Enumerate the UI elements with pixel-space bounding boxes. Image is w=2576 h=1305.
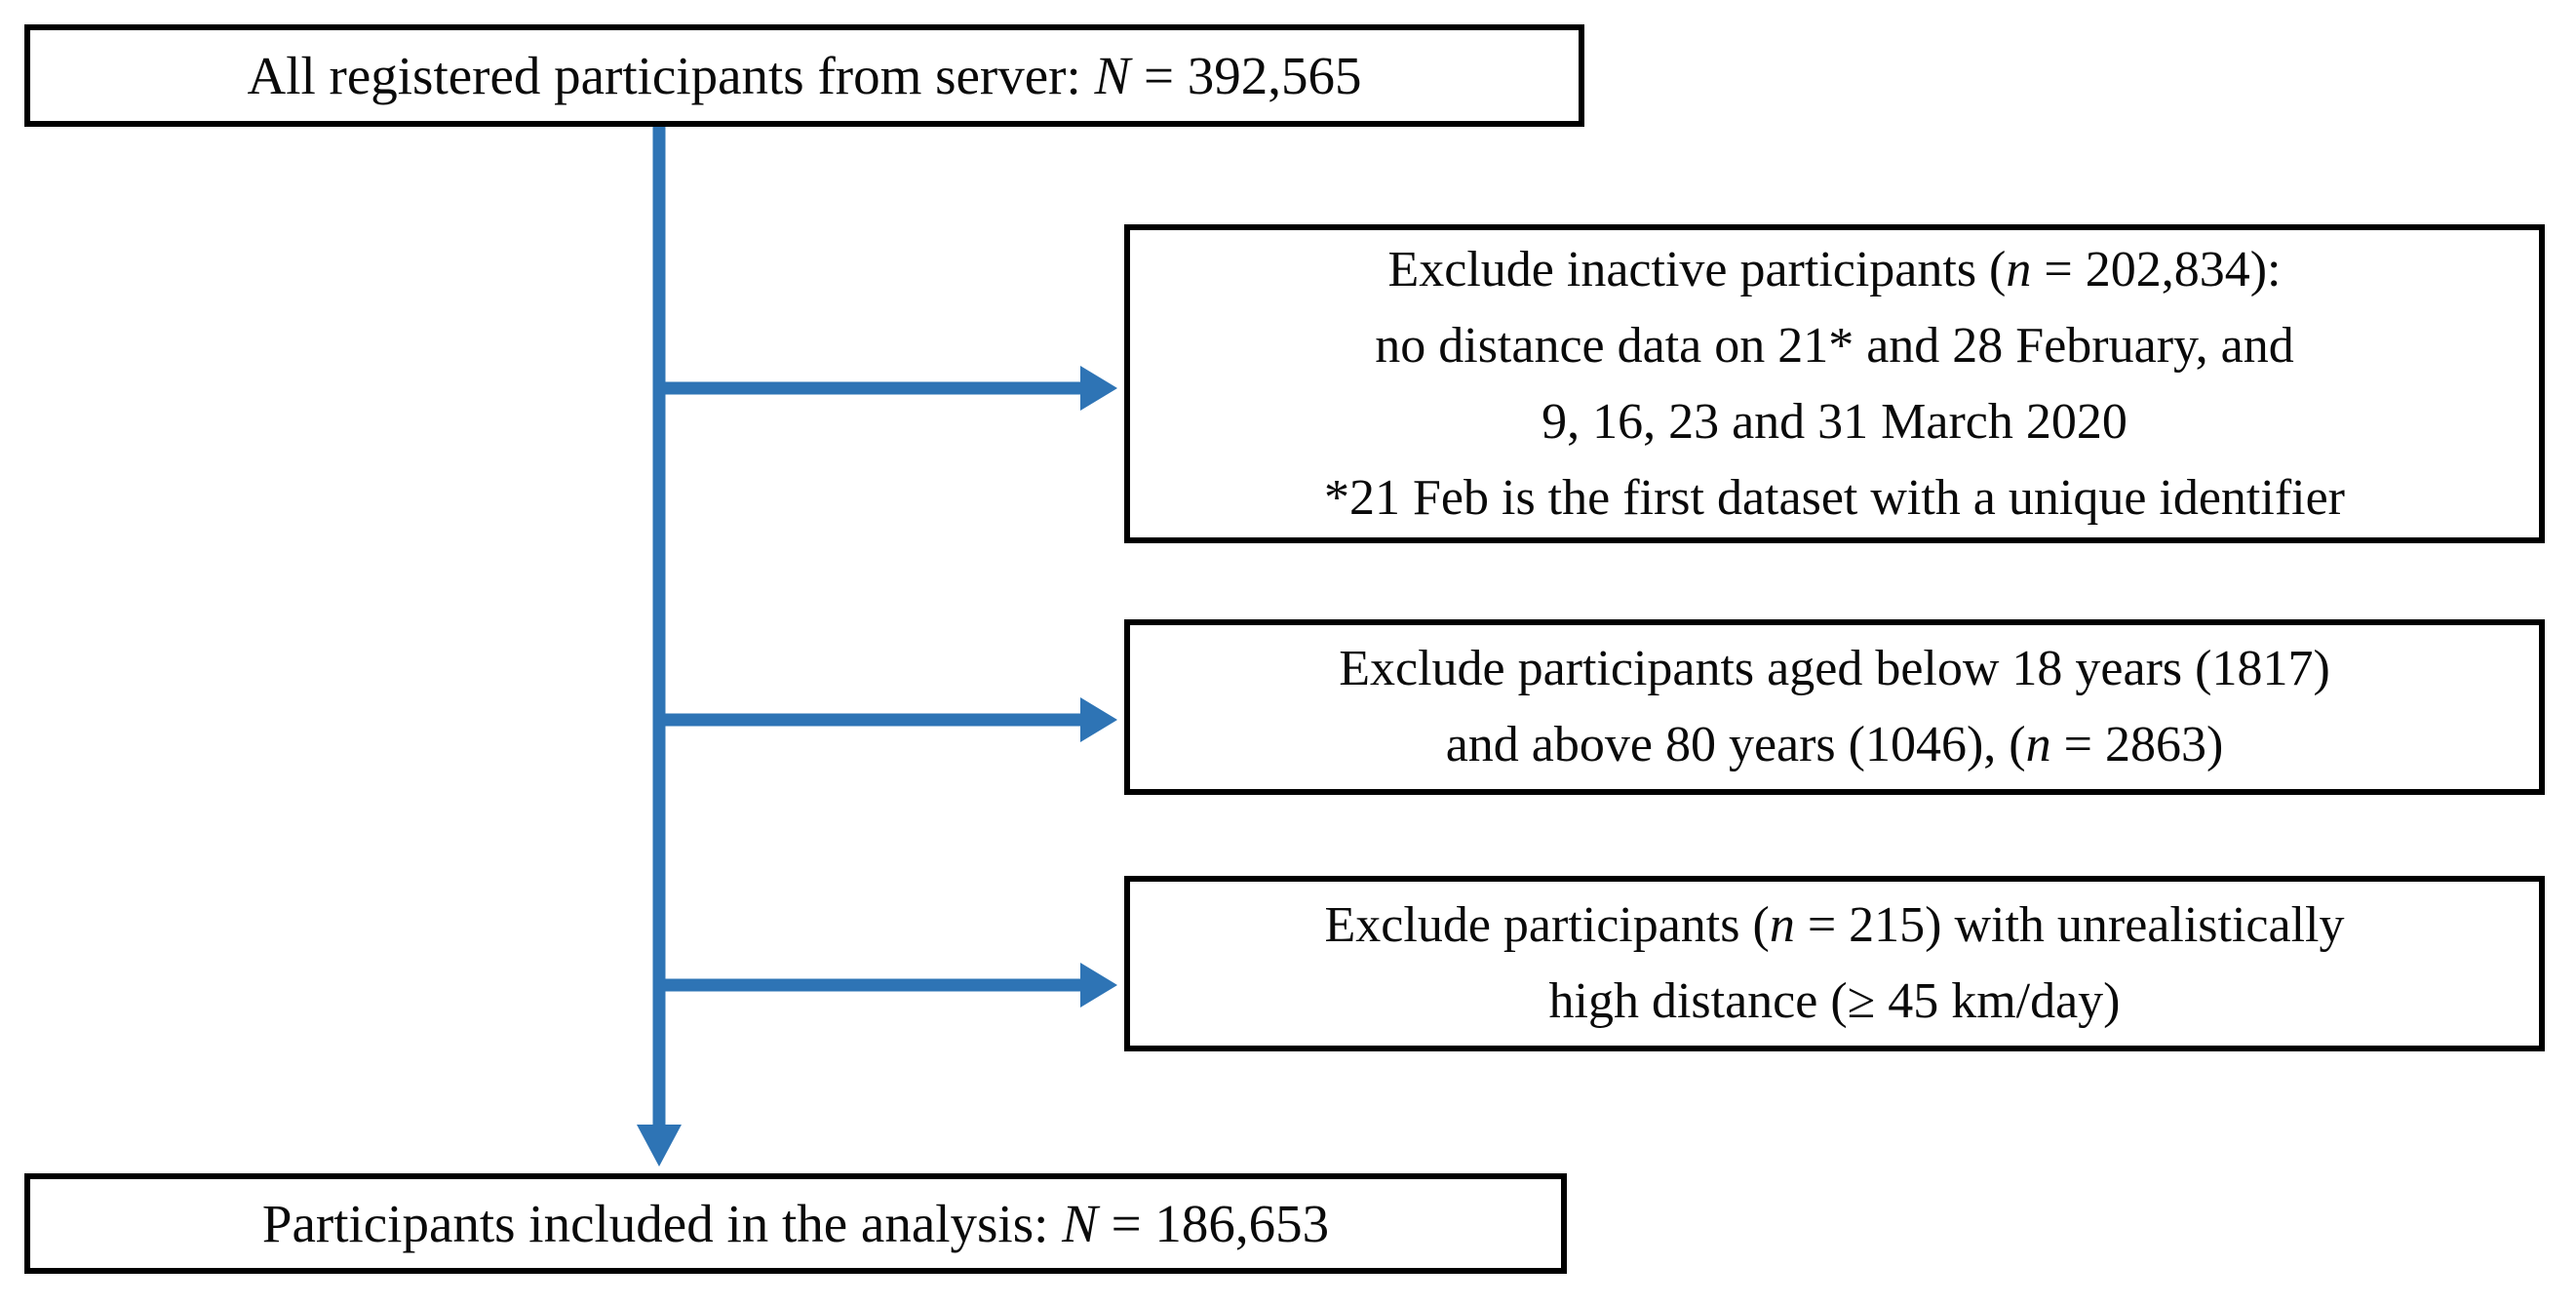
exclude-inactive-participants-box: Exclude inactive participants (n = 202,8…	[1124, 224, 2545, 543]
right-arrowhead-icon	[1080, 697, 1117, 742]
box-text-line: 9, 16, 23 and 31 March 2020	[1542, 393, 2127, 450]
exclude-age-range-box: Exclude participants aged below 18 years…	[1124, 619, 2545, 795]
box-text-line: Participants included in the analysis: N…	[261, 1193, 1330, 1253]
participants-included-box: Participants included in the analysis: N…	[24, 1173, 1567, 1274]
box-text-line: *21 Feb is the first dataset with a uniq…	[1324, 469, 2345, 526]
box-text-line: Exclude participants aged below 18 years…	[1339, 641, 2330, 696]
down-arrowhead-icon	[637, 1125, 682, 1167]
box-text-line: no distance data on 21* and 28 February,…	[1375, 317, 2294, 374]
box-text-line: All registered participants from server:…	[247, 45, 1362, 105]
right-arrowhead-icon	[1080, 963, 1117, 1008]
exclude-unrealistic-distance-box: Exclude participants (n = 215) with unre…	[1124, 876, 2545, 1051]
box-text-line: Exclude inactive participants (n = 202,8…	[1387, 241, 2282, 297]
box-text-line: Exclude participants (n = 215) with unre…	[1324, 897, 2345, 953]
all-registered-participants-box: All registered participants from server:…	[24, 24, 1584, 127]
right-arrowhead-icon	[1080, 366, 1117, 411]
box-text-line: and above 80 years (1046), (n = 2863)	[1445, 717, 2224, 772]
box-text-line: high distance (≥ 45 km/day)	[1548, 973, 2121, 1029]
